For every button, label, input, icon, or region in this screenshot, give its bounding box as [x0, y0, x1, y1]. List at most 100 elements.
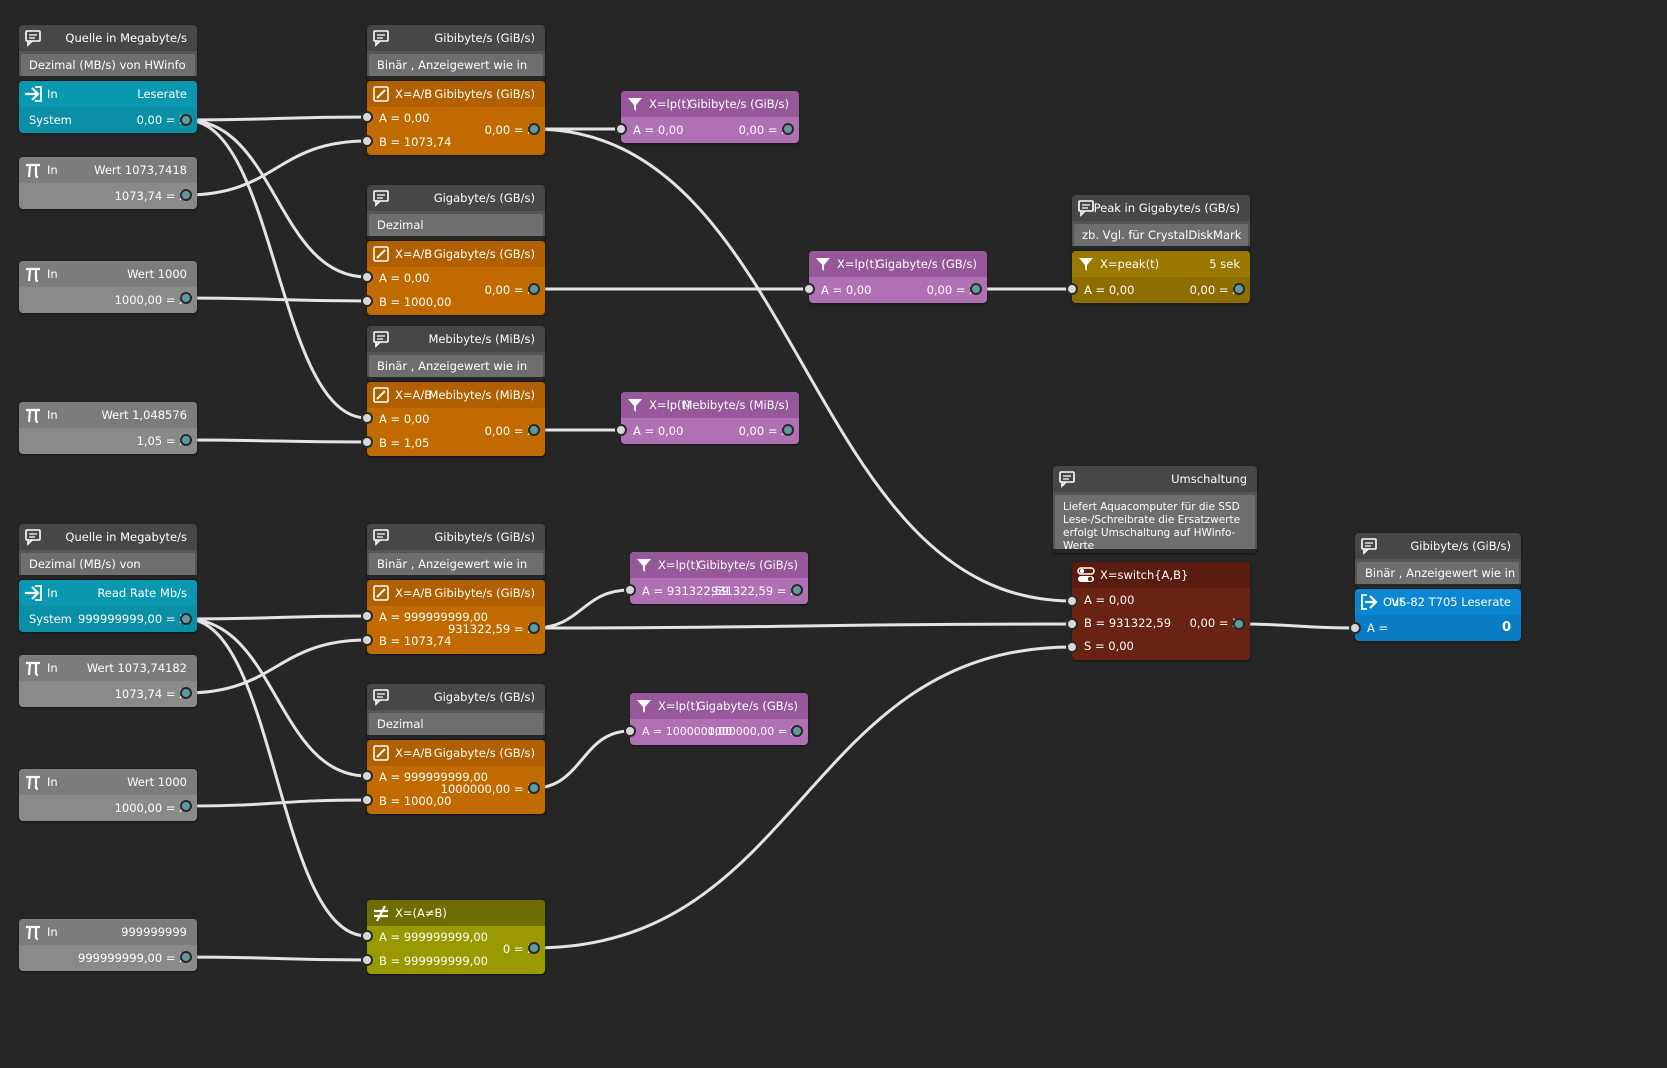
input-port-d4a[interactable] [361, 610, 373, 622]
output-port-d1o[interactable] [528, 123, 540, 135]
input-port-d2b[interactable] [361, 295, 373, 307]
division-node-gibibyte[interactable]: X=A/B Gibibyte/s (GiB/s) A = 0,00 B = 10… [367, 81, 545, 155]
constant-node-1000-b[interactable]: In Wert 1000 1000,00 = X [19, 769, 197, 821]
wire-in2-d5a[interactable] [185, 617, 368, 778]
output-port-in1[interactable] [180, 114, 192, 126]
comment-node-mebibyte[interactable]: Mebibyte/s (MiB/s) Binär , Anzeigewert w… [367, 326, 545, 381]
output-port-d5o[interactable] [528, 782, 540, 794]
wire-in2-cma[interactable] [185, 617, 368, 938]
input-port-f2a[interactable] [803, 283, 815, 295]
comment-node-peak[interactable]: Peak in Gigabyte/s (GB/s) zb. Vgl. für C… [1072, 195, 1250, 250]
filter-output: 931322,59 = X [710, 584, 798, 598]
constant-value-row: 1073,74 = X [19, 183, 197, 209]
filter-node-mebibyte[interactable]: X=lp(t) Mebibyte/s (MiB/s) A = 0,00 0,00… [621, 392, 799, 444]
wire-k5-d5b[interactable] [185, 798, 368, 808]
comment-node-source-hwinfo[interactable]: Quelle in Megabyte/s Dezimal (MB/s) von … [19, 25, 197, 80]
comment-node-umschaltung[interactable]: Umschaltung Liefert Aquacomputer für die… [1053, 466, 1257, 553]
input-port-d1b[interactable] [361, 135, 373, 147]
input-node-read-rate[interactable]: In Read Rate Mb/s System 999999999,00 = … [19, 580, 197, 632]
edit-icon [373, 745, 389, 761]
constant-node-999999999[interactable]: In 999999999 999999999,00 = X [19, 919, 197, 971]
output-port-f2o[interactable] [970, 283, 982, 295]
output-node[interactable]: Out VS-82 T705 Leserate A = 0 [1355, 589, 1521, 641]
input-port-sws[interactable] [1066, 641, 1078, 653]
input-port-f4a[interactable] [624, 584, 636, 596]
input-port-d2a[interactable] [361, 271, 373, 283]
wire-k4-d4b[interactable] [185, 638, 368, 695]
output-port-d2o[interactable] [528, 283, 540, 295]
filter-operation: X=lp(t) [649, 398, 691, 412]
compare-node[interactable]: X=(A≠B) A = 999999999,00 B = 999999999,0… [367, 900, 545, 974]
wire-d1o-swa[interactable] [533, 127, 1073, 603]
wire-k6-cmb[interactable] [185, 955, 368, 962]
output-port-cmo[interactable] [528, 942, 540, 954]
comment-node-gibibyte[interactable]: Gibibyte/s (GiB/s) Binär , Anzeigewert w… [367, 25, 545, 80]
filter-node-gigabyte-b[interactable]: X=lp(t) Gigabyte/s (GB/s) A = 1000000,00… [630, 693, 808, 745]
output-port-f3o[interactable] [782, 424, 794, 436]
input-port-d3b[interactable] [361, 436, 373, 448]
input-port-d3a[interactable] [361, 412, 373, 424]
filter-node-gibibyte-b[interactable]: X=lp(t) Gibibyte/s (GiB/s) A = 931322,59… [630, 552, 808, 604]
input-port-swb[interactable] [1066, 618, 1078, 630]
division-node-gigabyte-b[interactable]: X=A/B Gigabyte/s (GB/s) A = 999999999,00… [367, 740, 545, 814]
compare-input-b: B = 999999999,00 [379, 954, 488, 968]
division-node-gibibyte-b[interactable]: X=A/B Gibibyte/s (GiB/s) A = 999999999,0… [367, 580, 545, 654]
wire-in2-d4a[interactable] [185, 614, 368, 621]
filter-node-gibibyte[interactable]: X=lp(t) Gibibyte/s (GiB/s) A = 0,00 0,00… [621, 91, 799, 143]
input-port-cma[interactable] [361, 930, 373, 942]
output-port-f5o[interactable] [791, 725, 803, 737]
division-node-mebibyte[interactable]: X=A/B Mebibyte/s (MiB/s) A = 0,00 B = 1,… [367, 382, 545, 456]
output-port-swo[interactable] [1233, 618, 1245, 630]
input-port-d5b[interactable] [361, 794, 373, 806]
wire-k1-d1b[interactable] [185, 139, 368, 197]
wire-swo-outa[interactable] [1238, 622, 1356, 630]
input-port-outa[interactable] [1349, 622, 1361, 634]
constant-node-1073-74182[interactable]: In Wert 1073,74182 1073,74 = X [19, 655, 197, 707]
comment-node-gigabyte-b[interactable]: Gigabyte/s (GB/s) Dezimal [367, 684, 545, 739]
wire-d4o-f4a[interactable] [533, 588, 631, 630]
comment-icon [1078, 200, 1094, 217]
input-port-d4b[interactable] [361, 634, 373, 646]
division-input-b: B = 1,05 [379, 436, 430, 450]
wire-d4o-swb[interactable] [533, 622, 1073, 630]
output-port-k6[interactable] [180, 951, 192, 963]
constant-node-1-048576[interactable]: In Wert 1,048576 1,05 = X [19, 402, 197, 454]
output-port-k2[interactable] [180, 292, 192, 304]
output-port-d4o[interactable] [528, 622, 540, 634]
division-node-gigabyte[interactable]: X=A/B Gigabyte/s (GB/s) A = 0,00 B = 100… [367, 241, 545, 315]
peak-node[interactable]: X=peak(t) 5 sek A = 0,00 0,00 = X [1072, 251, 1250, 303]
input-port-f1a[interactable] [615, 123, 627, 135]
wire-cmo-sws[interactable] [533, 645, 1073, 950]
wire-in1-d2a[interactable] [185, 118, 368, 279]
wire-in1-d3a[interactable] [185, 118, 368, 420]
comment-node-source-aquacom[interactable]: Quelle in Megabyte/s Dezimal (MB/s) von … [19, 524, 197, 579]
input-port-pka[interactable] [1066, 283, 1078, 295]
input-node-leserate[interactable]: In Leserate System 0,00 = X [19, 81, 197, 133]
output-port-d3o[interactable] [528, 424, 540, 436]
output-port-k1[interactable] [180, 189, 192, 201]
output-port-f4o[interactable] [791, 584, 803, 596]
output-port-k5[interactable] [180, 800, 192, 812]
output-port-f1o[interactable] [782, 123, 794, 135]
filter-node-gigabyte[interactable]: X=lp(t) Gigabyte/s (GB/s) A = 0,00 0,00 … [809, 251, 987, 303]
input-port-cmb[interactable] [361, 954, 373, 966]
comment-node-gibibyte-b[interactable]: Gibibyte/s (GiB/s) Binär , Anzeigewert w… [367, 524, 545, 579]
wire-d5o-f5a[interactable] [533, 729, 631, 790]
switch-node[interactable]: X=switch{A,B} A = 0,00 B = 931322,59 S =… [1072, 562, 1250, 660]
comment-node-output[interactable]: Gibibyte/s (GiB/s) Binär , Anzeigewert w… [1355, 533, 1521, 588]
wire-k2-d2b[interactable] [185, 296, 368, 303]
wire-in1-d1a[interactable] [185, 115, 368, 122]
output-port-k3[interactable] [180, 434, 192, 446]
output-port-pko[interactable] [1233, 283, 1245, 295]
constant-node-1073-7418[interactable]: In Wert 1073,7418 1073,74 = X [19, 157, 197, 209]
wire-k3-d3b[interactable] [185, 438, 368, 444]
constant-node-1000[interactable]: In Wert 1000 1000,00 = X [19, 261, 197, 313]
input-port-f5a[interactable] [624, 725, 636, 737]
output-port-in2[interactable] [180, 613, 192, 625]
output-port-k4[interactable] [180, 687, 192, 699]
input-port-f3a[interactable] [615, 424, 627, 436]
input-port-d1a[interactable] [361, 111, 373, 123]
input-port-d5a[interactable] [361, 770, 373, 782]
input-port-swa[interactable] [1066, 595, 1078, 607]
comment-node-gigabyte[interactable]: Gigabyte/s (GB/s) Dezimal [367, 185, 545, 240]
